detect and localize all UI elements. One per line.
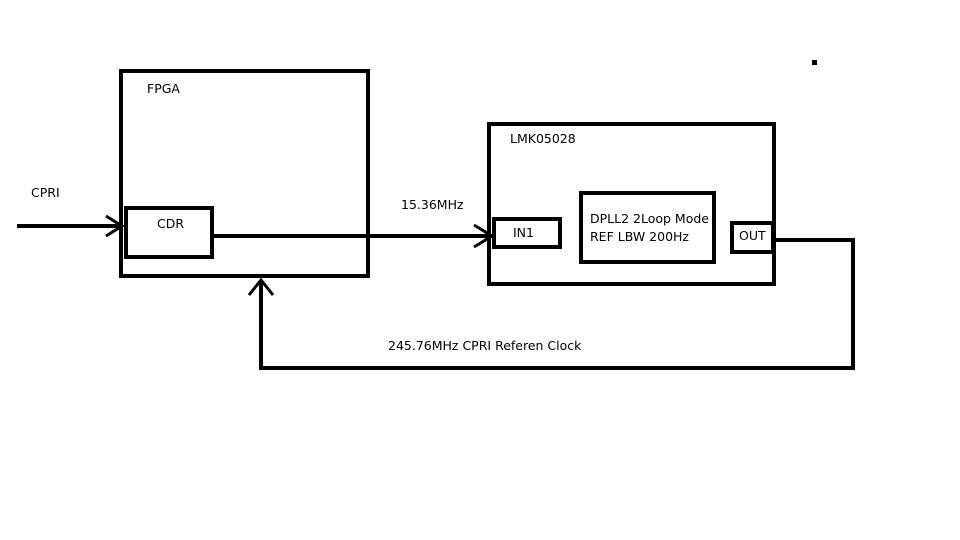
cdr-label: CDR bbox=[157, 216, 185, 231]
stray-dot bbox=[812, 60, 817, 65]
dpll-line1: DPLL2 2Loop Mode bbox=[590, 211, 709, 226]
fpga-title: FPGA bbox=[147, 81, 180, 96]
dpll-box bbox=[579, 191, 716, 264]
cpri-input-label: CPRI bbox=[31, 185, 60, 200]
feedback-path bbox=[259, 238, 855, 370]
feedback-label: 245.76MHz CPRI Referen Clock bbox=[388, 338, 582, 353]
lmk-title: LMK05028 bbox=[510, 131, 576, 146]
out-box bbox=[730, 221, 775, 254]
in1-label: IN1 bbox=[513, 225, 534, 240]
cdr-to-in1-arrowhead bbox=[473, 223, 495, 249]
lmk-box bbox=[487, 122, 776, 286]
link-freq-label: 15.36MHz bbox=[401, 197, 464, 212]
out-label: OUT bbox=[739, 228, 766, 243]
fpga-box bbox=[119, 69, 370, 278]
in1-box bbox=[492, 217, 562, 249]
cdr-box bbox=[124, 206, 214, 259]
cpri-input-arrowhead bbox=[105, 214, 125, 238]
feedback-arrowhead bbox=[247, 277, 275, 296]
dpll-line2: REF LBW 200Hz bbox=[590, 229, 689, 244]
